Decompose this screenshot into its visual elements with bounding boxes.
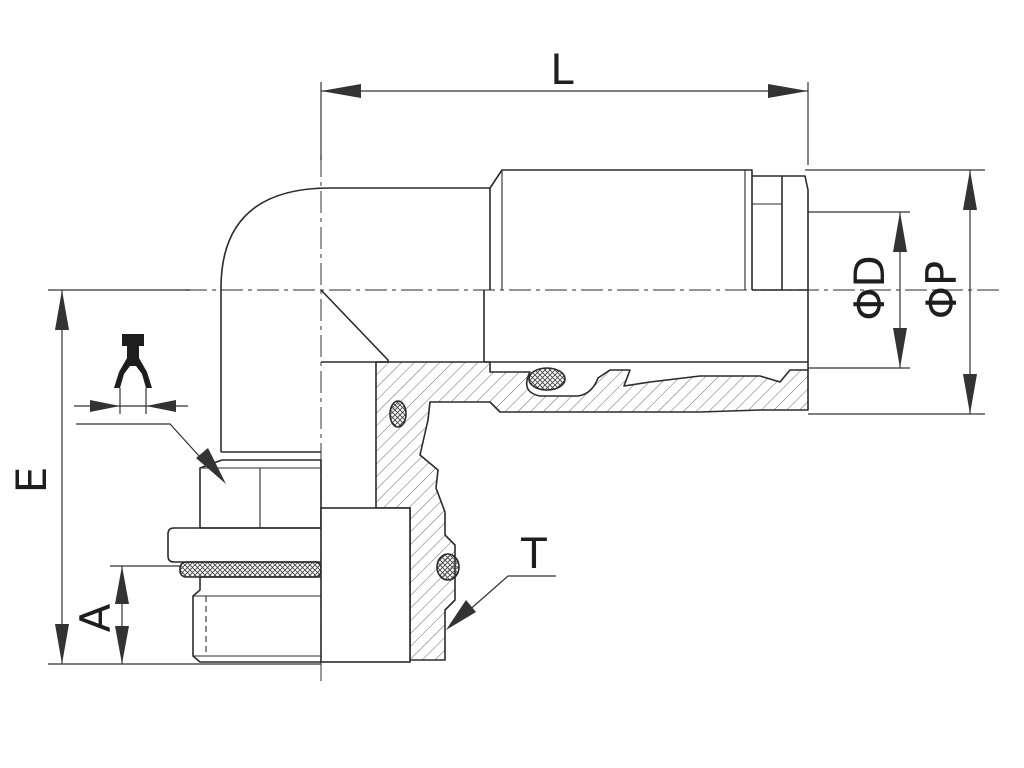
flange-outline [167, 527, 321, 563]
arrow-A-bottom [115, 626, 129, 664]
elbow-body-exterior [220, 187, 490, 453]
arrow-leader-nut [196, 448, 226, 484]
flow-passage-edge [320, 289, 389, 363]
o-ring-thread [436, 553, 460, 581]
sleeve-top [489, 169, 753, 290]
bore-cavity [320, 507, 411, 663]
flange-collar [167, 527, 322, 578]
arrow-A-top [115, 566, 129, 604]
knurled-seal-ring [179, 561, 322, 578]
arrow-E-bottom [55, 624, 69, 664]
sectioned-body [320, 289, 809, 663]
body-section-main [375, 361, 809, 661]
label-L: L [550, 45, 574, 94]
release-collet [752, 175, 783, 291]
arrow-E-top [55, 290, 69, 330]
thread-stem [192, 576, 321, 663]
arrow-D-top [893, 212, 907, 252]
thread-stem-outline [192, 576, 321, 663]
arrow-wrench-left [90, 400, 120, 412]
label-T: T [520, 529, 547, 578]
o-ring-outlet [528, 367, 566, 391]
label-D: ΦD [845, 255, 894, 320]
arrow-leader-thread [446, 600, 476, 630]
leader-thread [457, 575, 556, 621]
arrow-D-bottom [893, 328, 907, 368]
leader-wrench-to-nut [76, 423, 211, 469]
wrench-icon [114, 334, 152, 388]
label-P: ΦP [917, 261, 966, 319]
leaders [76, 423, 556, 630]
elbow-outline [220, 187, 490, 452]
outlet-sleeve [483, 169, 809, 370]
arrow-P-bottom [963, 374, 977, 414]
arrow-L-right [768, 84, 808, 98]
center-lines [185, 155, 1000, 685]
arrow-L-left [321, 84, 361, 98]
sleeve-lower [483, 290, 809, 370]
o-ring-inner [389, 400, 407, 428]
label-A: A [71, 603, 120, 632]
dimension-lines [55, 84, 977, 664]
arrow-wrench-right [146, 400, 176, 412]
dimension-labels: L E A T ΦD ΦP [7, 45, 966, 632]
arrow-P-top [963, 170, 977, 210]
release-collet-cap [782, 175, 809, 291]
label-E: E [7, 467, 56, 494]
